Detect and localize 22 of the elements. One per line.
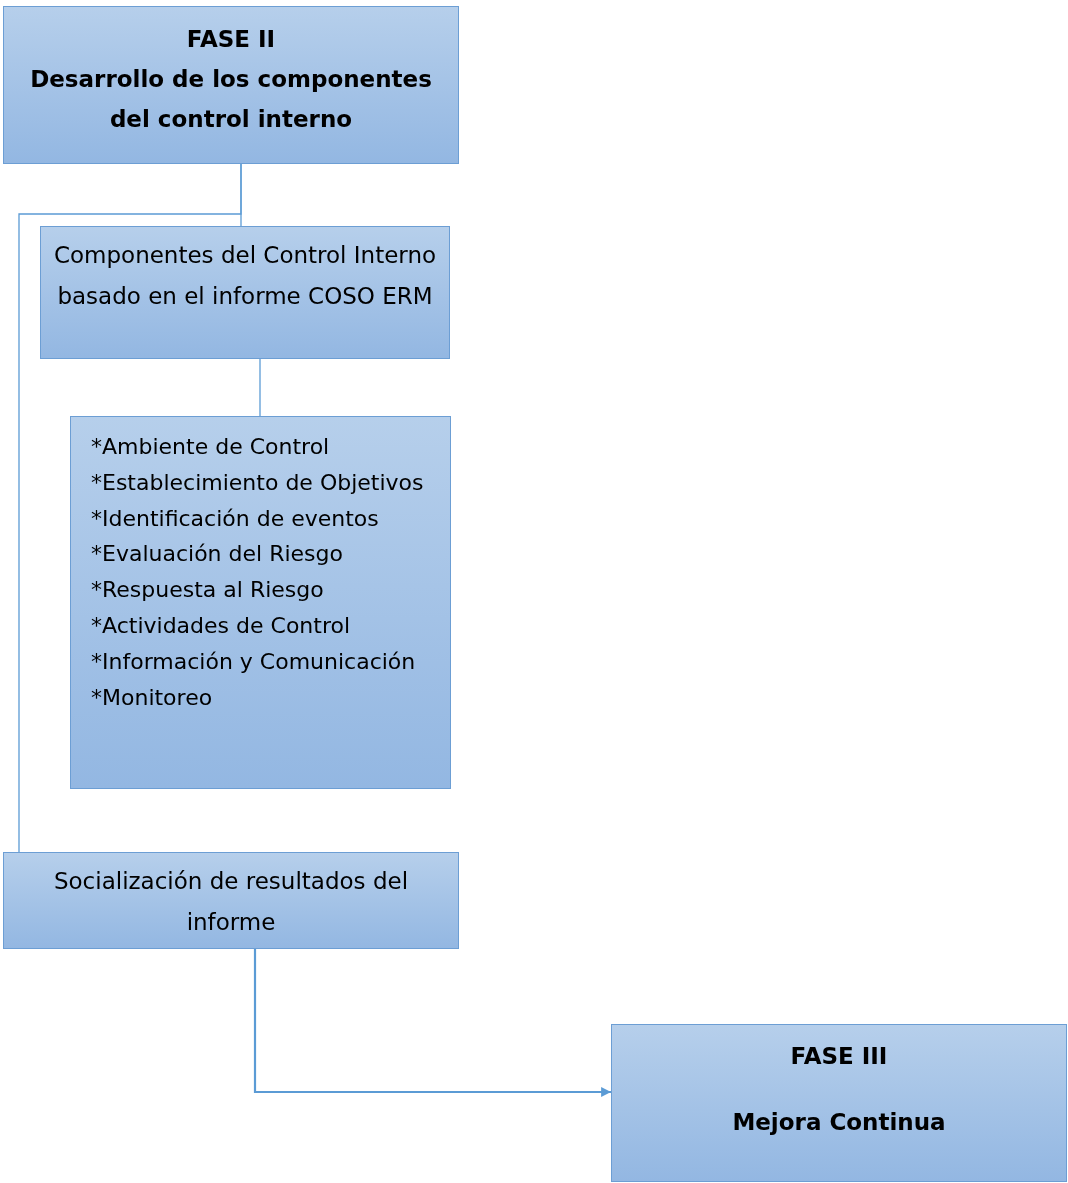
arrow bbox=[253, 949, 611, 1097]
box-text: *Identificación de eventos bbox=[91, 504, 380, 533]
connector-line bbox=[18, 163, 242, 853]
connector-line bbox=[259, 358, 261, 417]
box-text: *Establecimiento de Objetivos bbox=[91, 468, 425, 497]
box-text: *Monitoreo bbox=[91, 683, 214, 712]
box-text: Mejora Continua bbox=[731, 1108, 947, 1137]
box-heading: FASE III bbox=[789, 1042, 889, 1071]
process-box bbox=[611, 1024, 1067, 1182]
box-text: Componentes del Control Interno basado en el informe COSO ERM bbox=[52, 241, 438, 311]
process-box bbox=[70, 416, 451, 789]
box-text: *Actividades de Control bbox=[91, 612, 352, 640]
box-text: *Evaluación del Riesgo bbox=[91, 540, 344, 569]
box-text: *Información y Comunicación bbox=[91, 647, 417, 676]
box-text: Socialización de resultados del informe bbox=[52, 867, 410, 937]
process-box bbox=[3, 6, 459, 164]
box-text: *Ambiente de Control bbox=[91, 433, 331, 461]
process-box bbox=[3, 852, 459, 949]
box-heading: FASE II bbox=[185, 25, 277, 54]
process-box bbox=[40, 226, 450, 359]
box-text: Desarrollo de los componentes del control interno bbox=[29, 65, 433, 134]
box-text: *Respuesta al Riesgo bbox=[91, 576, 325, 605]
